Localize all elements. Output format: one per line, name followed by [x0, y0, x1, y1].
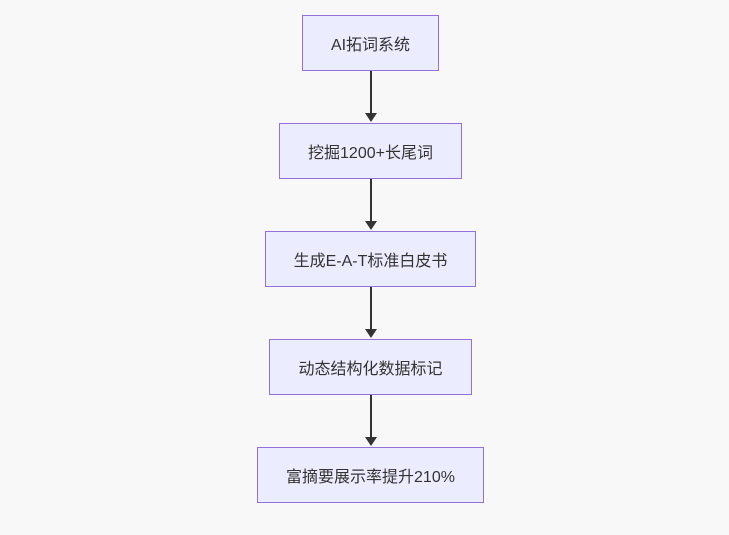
- flow-arrow-4: [364, 395, 377, 447]
- arrow-line: [369, 287, 372, 330]
- arrowhead-down-icon: [364, 113, 377, 122]
- arrow-line: [369, 71, 372, 114]
- flow-arrow-3: [364, 287, 377, 339]
- flow-node-ai-word-system: AI拓词系统: [301, 15, 440, 71]
- flow-node-rich-snippet-rate: 富摘要展示率提升210%: [257, 447, 484, 503]
- arrow-line: [369, 179, 372, 222]
- flowchart: AI拓词系统 挖掘1200+长尾词 生成E-A-T标准白皮书 动态结构化数据标记…: [257, 15, 484, 503]
- arrowhead-down-icon: [364, 221, 377, 230]
- flow-node-eat-whitepaper: 生成E-A-T标准白皮书: [264, 231, 477, 287]
- flow-arrow-1: [364, 71, 377, 123]
- flow-node-structured-data: 动态结构化数据标记: [269, 339, 472, 395]
- arrowhead-down-icon: [364, 329, 377, 338]
- arrowhead-down-icon: [364, 437, 377, 446]
- arrow-line: [369, 395, 372, 438]
- flow-arrow-2: [364, 179, 377, 231]
- flow-node-longtail-mining: 挖掘1200+长尾词: [279, 123, 462, 179]
